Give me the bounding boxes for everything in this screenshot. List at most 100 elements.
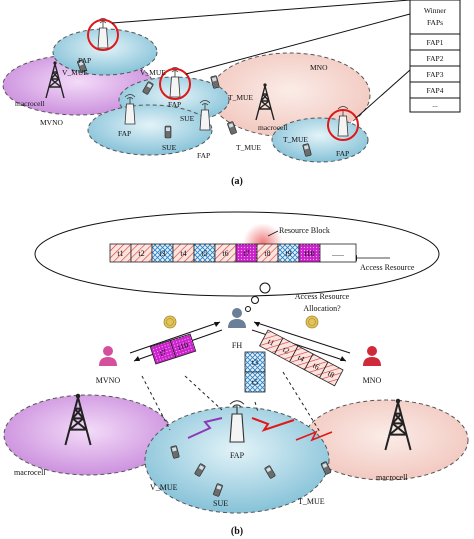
t-mue-label: T_MUE xyxy=(236,143,261,152)
resource-block-cell xyxy=(319,243,357,263)
resource-block: t4 xyxy=(172,243,195,263)
mvno-operator-icon xyxy=(99,346,117,366)
arrowhead xyxy=(134,356,140,361)
winner-row: FAP4 xyxy=(427,86,444,95)
resource-block: t2 xyxy=(130,243,153,263)
v-mue-label: V_MUE xyxy=(140,68,166,77)
sue-label: SUE xyxy=(180,114,195,123)
interference-bolt xyxy=(295,430,333,442)
resource-block-label: t10 xyxy=(304,249,314,258)
fh-operator-icon xyxy=(228,308,246,328)
resource-block: t8 xyxy=(256,243,279,263)
v-mue-label: V_MUE xyxy=(62,68,88,77)
interference-bolt xyxy=(187,417,223,439)
fap-highlight-circle xyxy=(327,109,359,141)
arrowhead xyxy=(254,322,260,327)
resource-block-label: t1 xyxy=(266,337,276,348)
mno-allocated-blocks: t1 t2 t4 t6 t8 xyxy=(259,329,344,387)
resource-block-pointer xyxy=(267,230,279,237)
resource-block-label: t3 xyxy=(252,358,258,367)
t-mue-label: T_MUE xyxy=(283,135,308,144)
fap-label: FAP xyxy=(118,129,131,138)
resource-block: t3 xyxy=(151,243,174,263)
fap-label: FAP xyxy=(168,100,181,109)
mvno-label: MVNO xyxy=(96,376,121,385)
winner-header-line1: Winner xyxy=(424,6,447,15)
mvno-coverage-dash xyxy=(141,375,171,431)
thought-bubble-dot xyxy=(259,282,271,294)
interference-bolt xyxy=(251,417,295,432)
resource-block: t10 xyxy=(298,243,321,263)
resource-block: t5 xyxy=(193,243,216,263)
fap-icon xyxy=(169,67,181,98)
fap-label: FAP xyxy=(336,149,349,158)
fh-coverage-dash xyxy=(254,401,259,413)
t-mue-label: T_MUE xyxy=(298,497,325,506)
mvno-label: MVNO xyxy=(40,118,64,127)
fap-label: FAP xyxy=(230,451,245,460)
resource-block-label: Resource Block xyxy=(279,226,330,235)
arrowhead xyxy=(340,356,346,361)
phone-icon xyxy=(164,125,172,139)
v-mue-label: V_MUE xyxy=(150,483,178,492)
mno-label: MNO xyxy=(363,376,382,385)
thought-line1: Access Resource xyxy=(295,292,350,301)
resource-block-label: t2 xyxy=(281,345,291,356)
resource-block-cell xyxy=(169,333,197,359)
resource-block-label: t8 xyxy=(264,249,270,258)
fap-label: FAP xyxy=(78,56,91,65)
resource-block-label: t4 xyxy=(180,249,186,258)
resource-block: t3 xyxy=(244,351,266,373)
macrocell-label: macrocell xyxy=(14,468,46,477)
resource-block-label: t5 xyxy=(201,249,207,258)
mno-to-fh-arrow xyxy=(253,321,351,354)
resource-block: t2 xyxy=(274,337,299,363)
resource-block-label: t6 xyxy=(311,361,321,372)
panel-a: FAP V_MUE V_MUE FAP T_MUE SUE FAP SUE FA… xyxy=(2,0,461,187)
femtocell-a3 xyxy=(87,104,213,156)
resource-block-strip: t1 t2 t3 t4 t5 t6 t7 t8 t9 t10...... xyxy=(109,243,357,263)
thought-bubble-dot xyxy=(251,296,259,304)
sue-label: SUE xyxy=(213,499,228,508)
macrocell-label: macrocell xyxy=(376,473,408,482)
resource-block-label: t1 xyxy=(117,249,123,258)
resource-block-label: t7 xyxy=(243,249,249,258)
resource-block-label: t8 xyxy=(326,369,336,380)
resource-block-label: t7 xyxy=(159,347,168,357)
resource-block-cell xyxy=(319,361,344,387)
resource-block-label: t6 xyxy=(222,249,228,258)
resource-block: ...... xyxy=(319,243,357,263)
winner-connector-line xyxy=(111,0,411,24)
fap-highlight-circle xyxy=(159,68,191,100)
resource-block: t5 xyxy=(244,371,266,393)
macrocell-label: macrocell xyxy=(15,99,45,108)
fap-icon xyxy=(97,18,109,49)
resource-block-label: t9 xyxy=(285,249,291,258)
resource-block-cell xyxy=(244,371,266,393)
winner-row: ... xyxy=(432,100,438,109)
resource-block-label: t3 xyxy=(159,249,165,258)
payment-coin-icon xyxy=(163,315,177,329)
resource-block: t1 xyxy=(109,243,132,263)
macrocell-label: macrocell xyxy=(258,123,288,132)
fh-allocated-blocks: t3 t5 xyxy=(244,351,266,393)
resource-block-label: t10 xyxy=(177,340,190,352)
winner-row: FAP1 xyxy=(427,38,444,47)
resource-block-label: t4 xyxy=(296,353,306,364)
t-mue-label: T_MUE xyxy=(228,93,253,102)
arrowhead xyxy=(214,322,220,327)
thought-bubble-dot xyxy=(245,306,251,312)
resource-block-label: t5 xyxy=(252,378,258,387)
access-resource-label: Access Resource xyxy=(360,263,415,272)
thought-line2: Allocation? xyxy=(303,304,341,313)
resource-block-label: ...... xyxy=(332,249,344,258)
winner-faps-table: Winner FAPs FAP1 FAP2 FAP3 FAP4 ... xyxy=(409,0,461,113)
resource-block: t10 xyxy=(169,333,197,359)
fap-highlight-circle xyxy=(87,19,119,51)
winner-connector-line xyxy=(185,13,411,75)
payment-coin-icon xyxy=(305,315,319,329)
caption-b: (b) xyxy=(231,526,243,537)
resource-block: t6 xyxy=(214,243,237,263)
